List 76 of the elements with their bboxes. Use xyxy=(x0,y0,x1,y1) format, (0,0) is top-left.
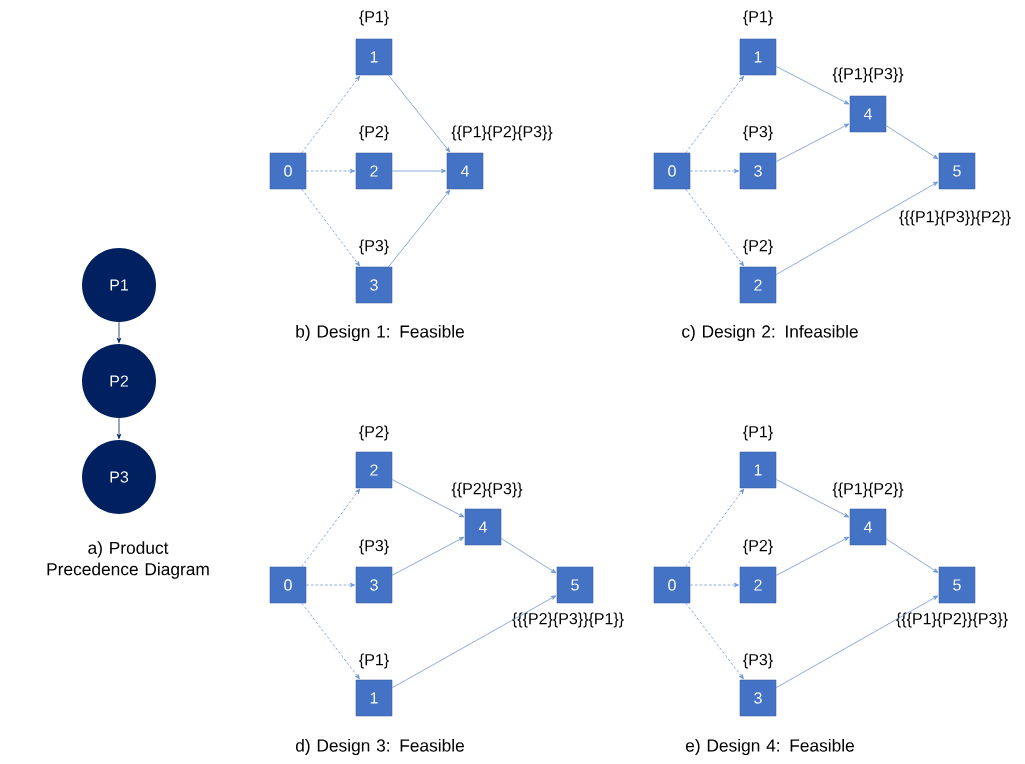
set-label: {P1} xyxy=(359,653,389,669)
stage-box: 4 xyxy=(464,508,502,546)
set-label: {P3} xyxy=(743,125,773,141)
set-label: {{P1}{P3}} xyxy=(832,67,904,83)
arrow xyxy=(775,479,850,518)
caption: b) Design 1: Feasible xyxy=(296,324,464,342)
arrow xyxy=(775,595,939,689)
stage-box: 0 xyxy=(653,566,691,604)
arrow xyxy=(685,188,744,267)
stage-box: 4 xyxy=(446,152,484,190)
arrow xyxy=(885,125,939,160)
stage-box: 0 xyxy=(653,152,691,190)
arrow xyxy=(391,536,465,576)
arrow xyxy=(500,538,557,574)
stage-box: 2 xyxy=(355,451,393,489)
arrow xyxy=(301,188,360,267)
arrow xyxy=(685,602,744,680)
caption: d) Design 3: Feasible xyxy=(295,738,464,756)
set-label: {P1} xyxy=(743,425,773,441)
arrow xyxy=(685,75,744,154)
stage-box: 1 xyxy=(739,451,777,489)
set-label: {{{P2}{P3}}{P1}} xyxy=(512,612,624,628)
arrow xyxy=(689,582,740,588)
stage-box: 1 xyxy=(739,38,777,76)
arrow xyxy=(305,582,356,588)
set-label: {P1} xyxy=(743,10,773,26)
stage-box: 4 xyxy=(849,508,887,546)
arrow xyxy=(301,488,361,568)
stage-box: 3 xyxy=(739,679,777,717)
arrow xyxy=(388,189,451,268)
set-label: {P2} xyxy=(743,239,773,255)
arrow xyxy=(116,321,122,344)
set-label: {{{P1}{P2}}{P3}} xyxy=(896,612,1008,628)
set-label: {P2} xyxy=(743,539,773,555)
stage-box: 5 xyxy=(938,152,976,190)
arrow xyxy=(116,417,122,440)
arrow xyxy=(775,66,850,105)
arrow xyxy=(391,479,465,518)
stage-box: 5 xyxy=(938,566,976,604)
stage-box: 1 xyxy=(355,679,393,717)
arrow xyxy=(388,74,451,153)
set-label: {P3} xyxy=(743,653,773,669)
set-label: {P3} xyxy=(359,539,389,555)
arrow xyxy=(391,595,557,689)
arrow xyxy=(775,536,850,576)
set-label: {{P2}{P3}} xyxy=(451,482,523,498)
set-label: {{{P1}{P3}}{P2}} xyxy=(899,210,1011,226)
stage-box: 4 xyxy=(849,95,887,133)
arrow xyxy=(885,538,939,573)
arrow xyxy=(391,168,447,174)
stage-box: 3 xyxy=(355,266,393,304)
stage-box: 0 xyxy=(269,152,307,190)
set-label: {P2} xyxy=(359,125,389,141)
arrow xyxy=(775,123,850,162)
caption: c) Design 2: Infeasible xyxy=(682,324,858,342)
arrow xyxy=(305,168,356,174)
caption: e) Design 4: Feasible xyxy=(685,738,854,756)
stage-box: 2 xyxy=(739,266,777,304)
caption: a) Product Precedence Diagram xyxy=(47,541,209,579)
stage-box: 0 xyxy=(269,566,307,604)
stage-box: 2 xyxy=(739,566,777,604)
stage-box: 2 xyxy=(355,152,393,190)
stage-box: 3 xyxy=(739,152,777,190)
stage-box: 1 xyxy=(355,38,393,76)
arrow xyxy=(689,168,740,174)
stage-box: 5 xyxy=(556,566,594,604)
stage-box: 3 xyxy=(355,566,393,604)
arrow xyxy=(301,602,360,680)
set-label: {P1} xyxy=(359,10,389,26)
set-label: {{P1}{P2}{P3}} xyxy=(451,125,553,141)
set-label: {P2} xyxy=(359,425,389,441)
arrow xyxy=(301,75,360,154)
arrow xyxy=(685,488,745,568)
arrow xyxy=(775,181,939,275)
set-label: {{P1}{P2}} xyxy=(832,482,904,498)
set-label: {P3} xyxy=(359,239,389,255)
